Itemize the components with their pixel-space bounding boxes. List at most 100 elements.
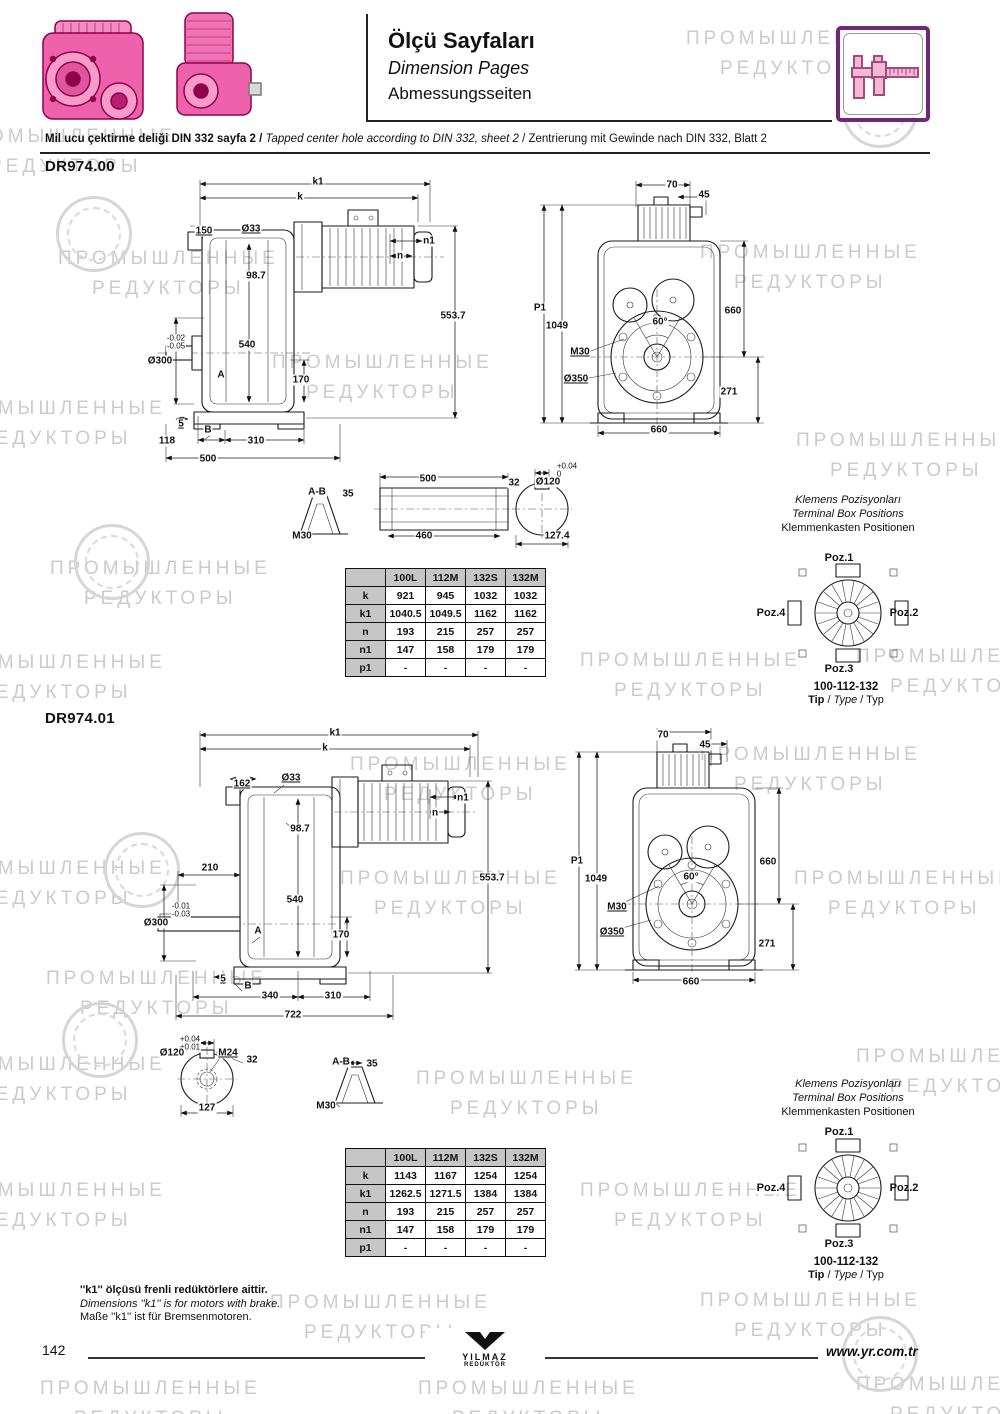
table-cell: - [465, 1238, 506, 1257]
page-title-german: Abmessungsseiten [388, 84, 532, 103]
table-header-cell [345, 568, 386, 587]
type-caption-tr: Tip [808, 694, 825, 706]
table-cell: 1040.5 [385, 604, 426, 623]
table-cell: - [465, 658, 506, 677]
table-cell: 1254 [465, 1166, 506, 1185]
table-cell: 179 [465, 640, 506, 659]
footnote-english: Dimensions ''k1'' is for motors with bra… [80, 1297, 281, 1310]
drawing-shaft-details-dr974-00 [292, 469, 572, 548]
drawing-side-view-dr974-01 [152, 731, 492, 1020]
table-cell: 179 [465, 1220, 506, 1239]
table-cell: - [505, 658, 546, 677]
table-header-cell: 112M [425, 568, 466, 587]
table-header-cell: 132M [505, 1148, 546, 1167]
din-note-line: Mil ucu çektirme deliği DIN 332 sayfa 2 … [45, 133, 767, 145]
table-cell: 1271.5 [425, 1184, 466, 1203]
table-header-cell: n [345, 622, 386, 641]
table-cell: 1032 [465, 586, 506, 605]
table-header-cell: k1 [345, 1184, 386, 1203]
type-caption-2-en: Type [833, 1269, 858, 1281]
table-cell: 215 [425, 1202, 466, 1221]
poz3-label: Poz.3 [823, 663, 855, 675]
table-cell: 1167 [425, 1166, 466, 1185]
terminal-title-german: Klemmenkasten Positionen [781, 522, 915, 534]
type-caption-sep1: / [824, 694, 834, 706]
gearmotor-photo-2 [176, 12, 262, 116]
website-link[interactable]: www.yr.com.tr [826, 1344, 918, 1359]
table-header-cell: 132S [465, 568, 506, 587]
type-caption-2-sep2: / [857, 1269, 867, 1281]
brand-logo: YILMAZ REDÜKTÖR [425, 1328, 545, 1370]
watermark-emblem [74, 524, 150, 600]
terminal-title-english: Terminal Box Positions [792, 508, 904, 520]
header-divider-vertical [366, 14, 368, 120]
motor-size-label: 100-112-132 [813, 681, 879, 693]
din-note-turkish: Mil ucu çektirme deliği DIN 332 sayfa 2 … [45, 133, 266, 145]
poz4-label-2: Poz.4 [755, 1182, 787, 1194]
table-cell: 257 [505, 1202, 546, 1221]
table-cell: 1262.5 [385, 1184, 426, 1203]
table-cell: 1049.5 [425, 604, 466, 623]
table-cell: 147 [385, 640, 426, 659]
table-header-cell: 132S [465, 1148, 506, 1167]
table-cell: 257 [505, 622, 546, 641]
terminal-box-diagram-2 [787, 1138, 909, 1238]
table-header-cell: 112M [425, 1148, 466, 1167]
brand-subname: REDÜKTÖR [464, 1362, 506, 1368]
watermark-emblem [842, 1316, 918, 1392]
type-caption-2-de: Typ [866, 1269, 884, 1281]
table-cell: - [425, 658, 466, 677]
table-cell: 179 [505, 640, 546, 659]
section-title-dr974-01: DR974.01 [45, 710, 115, 727]
table-cell: 945 [425, 586, 466, 605]
table-header-cell: n [345, 1202, 386, 1221]
type-caption: Tip / Type / Typ [808, 694, 884, 706]
footnote-turkish: ''k1'' ölçüsü frenli redüktörlere aittir… [80, 1284, 268, 1296]
table-cell: 215 [425, 622, 466, 641]
dimension-pages-icon-box [836, 26, 930, 122]
table-row: p1---- [345, 1238, 546, 1257]
section-title-dr974-00: DR974.00 [45, 158, 115, 175]
table-cell: - [385, 658, 426, 677]
page-titles: Ölçü Sayfaları Dimension Pages Abmessung… [388, 28, 535, 104]
table-header-cell: k [345, 586, 386, 605]
table-cell: 147 [385, 1220, 426, 1239]
table-header-cell: 100L [385, 1148, 426, 1167]
table-header-cell: n1 [345, 1220, 386, 1239]
table-header-cell: 132M [505, 568, 546, 587]
table-cell: 1162 [465, 604, 506, 623]
motor-size-label-2: 100-112-132 [813, 1256, 879, 1268]
table-cell: 1384 [505, 1184, 546, 1203]
icon-box-inner-frame [843, 33, 923, 115]
poz3-label-2: Poz.3 [823, 1238, 855, 1250]
table-cell: 1254 [505, 1166, 546, 1185]
table-cell: - [385, 1238, 426, 1257]
table-cell: 1143 [385, 1166, 426, 1185]
table-cell: 158 [425, 1220, 466, 1239]
poz2-label: Poz.2 [888, 607, 920, 619]
din-note-german: / Zentrierung mit Gewinde nach DIN 332, … [518, 133, 767, 145]
table-header-cell: p1 [345, 1238, 386, 1257]
table-cell: 257 [465, 1202, 506, 1221]
table-row: p1---- [345, 658, 546, 677]
drawing-front-view-dr974-00 [540, 181, 764, 437]
table-cell: 158 [425, 640, 466, 659]
